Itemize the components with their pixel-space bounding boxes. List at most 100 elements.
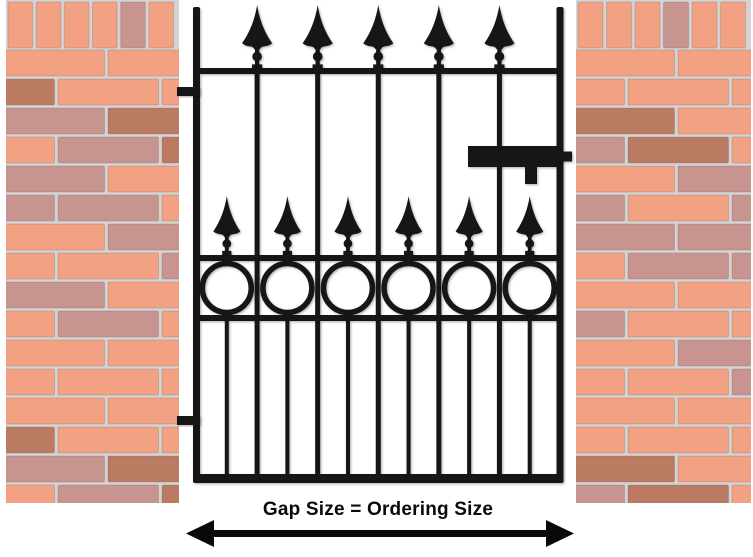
brick [63, 1, 90, 49]
brick [627, 484, 729, 503]
brick [627, 252, 729, 280]
brick [6, 252, 55, 280]
spear-finial-icon [423, 5, 454, 71]
brick [627, 78, 729, 106]
gate-bar [375, 70, 381, 480]
brick-pillar-right [576, 0, 751, 503]
brick [57, 310, 159, 338]
brick [576, 78, 625, 106]
brick [576, 455, 675, 483]
brick [720, 1, 746, 49]
spear-finial-icon [242, 5, 273, 71]
brick [148, 1, 174, 49]
brick [731, 310, 751, 338]
gate-mid-finials [213, 196, 544, 257]
brick [107, 49, 179, 77]
brick [576, 107, 675, 135]
brick [731, 136, 751, 164]
brick [161, 194, 179, 222]
brick [6, 310, 55, 338]
gate-rings [199, 260, 557, 316]
gate-main-bars [254, 70, 502, 480]
brick [6, 78, 55, 106]
gate-ring [260, 260, 315, 316]
spear-finial-icon [213, 196, 241, 257]
brick [161, 426, 179, 454]
brick [677, 165, 751, 193]
brick [576, 49, 675, 77]
brick [576, 281, 675, 309]
brick [107, 281, 179, 309]
brick [57, 426, 159, 454]
hinge-top-icon [177, 87, 200, 96]
gate [193, 5, 564, 483]
brick [576, 252, 625, 280]
brick [161, 310, 179, 338]
brick [691, 1, 718, 49]
brick [576, 223, 675, 251]
brick [57, 194, 159, 222]
brick [92, 1, 118, 49]
brick [627, 194, 729, 222]
gate-ring [502, 260, 557, 316]
gate-ring [381, 260, 436, 316]
gate-bar [527, 318, 532, 478]
size-arrow-icon [186, 520, 574, 547]
brick [576, 136, 625, 164]
brick [731, 78, 751, 106]
brick [107, 165, 179, 193]
brick [576, 484, 625, 503]
gate-bar [406, 318, 411, 478]
brick [677, 49, 751, 77]
brick [161, 484, 179, 503]
brick [6, 165, 105, 193]
brick [576, 339, 675, 367]
gate-bar [496, 70, 502, 480]
gate-bar [224, 318, 229, 478]
brick [6, 136, 55, 164]
brick [6, 49, 105, 77]
brick [57, 484, 159, 503]
brick [161, 136, 179, 164]
gate-bar [345, 318, 350, 478]
gap-size-label: Gap Size = Ordering Size [262, 499, 494, 520]
brick [6, 368, 55, 396]
brick [161, 368, 179, 396]
gate-bar [254, 70, 260, 480]
gate-ring [320, 260, 376, 316]
brick [627, 136, 729, 164]
brick [731, 484, 751, 503]
gate-bar [436, 70, 442, 480]
gate-bar [285, 318, 290, 478]
brick [677, 455, 751, 483]
brick [606, 1, 632, 49]
brick [576, 310, 625, 338]
brick [576, 194, 625, 222]
gate-ring [199, 260, 255, 316]
brick [677, 339, 751, 367]
spear-finial-icon [302, 5, 333, 71]
brick [6, 484, 55, 503]
latch-icon [468, 146, 572, 184]
spear-finial-icon [455, 196, 483, 257]
brick [161, 78, 179, 106]
brick [107, 107, 179, 135]
brick [6, 426, 55, 454]
brick [731, 368, 751, 396]
spear-finial-icon [334, 196, 362, 257]
brick [634, 1, 661, 49]
spear-finial-icon [273, 196, 301, 257]
brick [57, 78, 159, 106]
brick [627, 368, 729, 396]
brick [6, 223, 105, 251]
brick [107, 223, 179, 251]
brick [35, 1, 62, 49]
brick [57, 252, 159, 280]
brick [57, 368, 159, 396]
brick-pillar-left [6, 0, 179, 503]
brick [6, 281, 105, 309]
brick [57, 136, 159, 164]
brick [120, 1, 146, 49]
gate-top-finials [242, 5, 515, 71]
